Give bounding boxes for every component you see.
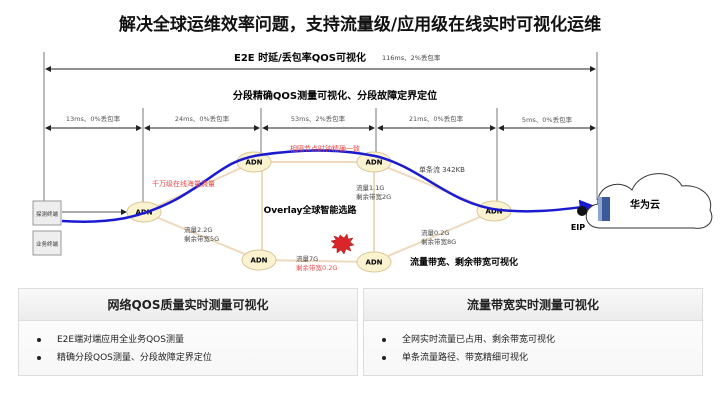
link-4-remaining: 剩余带宽8G — [421, 237, 456, 246]
segment-4-label: 21ms、0%丢包率 — [409, 114, 464, 123]
adn-node-label: ADN — [250, 257, 267, 265]
cloud-icon — [585, 173, 713, 229]
bandwidth-panel-title: 流量带宽实时测量可视化 — [364, 289, 702, 321]
probe-terminal: 探测终端 — [32, 200, 62, 226]
svg-text:业务终端: 业务终端 — [36, 240, 59, 248]
adn-node-label: ADN — [365, 259, 382, 267]
link-3-flow: 流量7G — [296, 254, 318, 263]
server-icon — [598, 197, 610, 221]
adn-node-label: ADN — [365, 159, 382, 167]
overlay-note: Overlay全球智能选路 — [264, 204, 358, 216]
segment-1-label: 13ms、0%丢包率 — [66, 114, 121, 123]
segment-title: 分段精确QOS测量可视化、分段故障定界定位 — [233, 89, 437, 102]
qos-panel-title: 网络QOS质量实时测量可视化 — [19, 289, 357, 321]
e2e-value: 116ms、2%丢包率 — [382, 53, 441, 62]
single-flow-note: 单条流 342KB — [419, 165, 465, 174]
bandwidth-vis-note: 流量带宽、剩余带宽可视化 — [410, 256, 518, 268]
qos-item: 精确分段QOS测量、分段故障定界定位 — [37, 349, 357, 367]
bandwidth-item: 单条流量路径、带宽精细可视化 — [382, 349, 702, 367]
link-2-remaining: 剩余带宽2G — [356, 192, 391, 201]
guide-lines — [43, 52, 598, 204]
link-2-flow: 流量1.1G — [356, 183, 384, 192]
congestion-burst-icon — [330, 233, 355, 255]
bandwidth-panel: 流量带宽实时测量可视化 全网实时流量已占用、剩余带宽可视化 单条流量路径、带宽精… — [363, 288, 703, 376]
qos-panel: 网络QOS质量实时测量可视化 E2E端对端应用全业务QOS测量 精确分段QOS测… — [18, 288, 358, 376]
qos-item: E2E端对端应用全业务QOS测量 — [37, 331, 357, 349]
cloud-label: 华为云 — [630, 198, 660, 211]
adn-node-label: ADN — [485, 208, 502, 216]
link-4-flow: 流量0.2G — [421, 228, 449, 237]
link-1-remaining: 剩余带宽5G — [184, 234, 219, 243]
link-3-remaining: 剩余带宽0.2G — [296, 263, 337, 272]
massive-flows-note: 千万级在线海量流量 — [152, 179, 215, 188]
segment-5-label: 5ms、0%丢包率 — [522, 115, 573, 124]
segment-3-label: 53ms、2%丢包率 — [291, 114, 346, 123]
eip-dot — [577, 206, 587, 216]
eip-label: EIP — [571, 223, 585, 232]
clock-sync-note: 相隔节点时钟精确一致 — [290, 144, 360, 153]
bandwidth-item: 全网实时流量已占用、剩余带宽可视化 — [382, 331, 702, 349]
adn-node: ADN — [241, 249, 277, 271]
segment-2-label: 24ms、0%丢包率 — [175, 114, 230, 123]
link-1-flow: 流量2.2G — [184, 225, 212, 234]
e2e-label: E2E 时延/丢包率QOS可视化 — [234, 51, 366, 64]
network-links — [143, 161, 495, 263]
network-diagram: E2E 时延/丢包率QOS可视化 116ms、2%丢包率 分段精确QOS测量可视… — [32, 51, 713, 273]
business-terminal: 业务终端 — [32, 230, 62, 256]
svg-text:探测终端: 探测终端 — [36, 210, 59, 218]
adn-node-label: ADN — [245, 159, 262, 167]
adn-node: ADN — [356, 251, 392, 273]
flow-path — [61, 149, 595, 223]
page-title: 解决全球运维效率问题，支持流量级/应用级在线实时可视化运维 — [118, 15, 602, 35]
